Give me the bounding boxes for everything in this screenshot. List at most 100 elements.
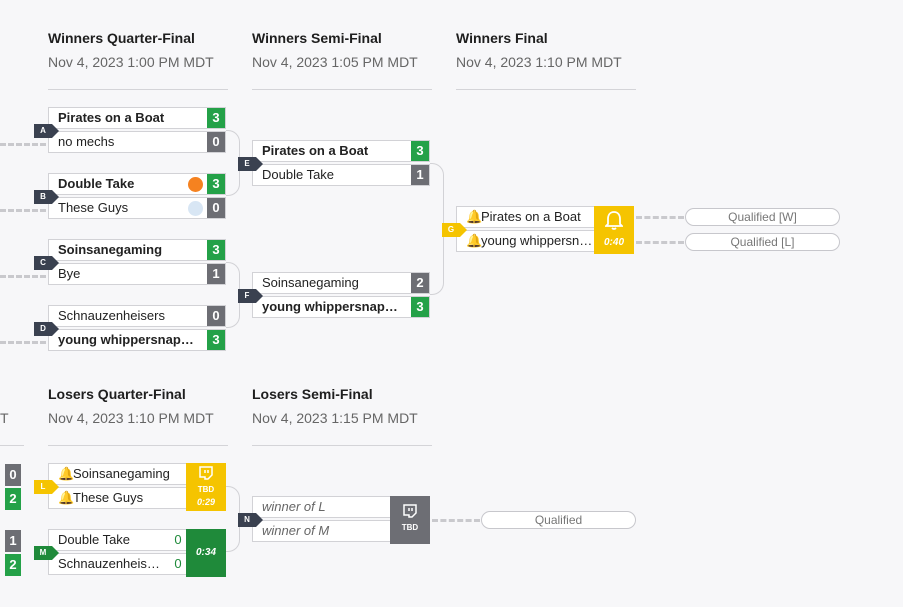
team-name: 🔔Soinsanegaming xyxy=(58,464,181,484)
match-label-e: E xyxy=(238,157,263,171)
round-divider xyxy=(48,89,228,90)
team-name: Schnauzenheisers xyxy=(58,308,165,323)
round-divider xyxy=(0,445,24,446)
score-badge: 3 xyxy=(411,297,429,317)
round-divider xyxy=(456,89,636,90)
team-name: young whippersnappers xyxy=(58,332,201,347)
round-header-losers-sf: Losers Semi-Final Nov 4, 2023 1:15 PM MD… xyxy=(252,386,418,426)
team-slot[interactable]: Double Take 0 xyxy=(48,529,188,551)
team-slot[interactable]: These Guys 0 xyxy=(48,197,226,219)
match-timer: 0:29 xyxy=(196,497,215,507)
team-name: 🔔young whippersnappers xyxy=(466,231,593,251)
team-name: winner of L xyxy=(262,499,326,514)
round-title: Winners Semi-Final xyxy=(252,30,382,46)
round-header-losers-qf: Losers Quarter-Final Nov 4, 2023 1:10 PM… xyxy=(48,386,214,426)
bell-alert-icon xyxy=(594,211,634,236)
outgoing-connector xyxy=(636,241,684,244)
round-header-winners-sf: Winners Semi-Final Nov 4, 2023 1:05 PM M… xyxy=(252,30,418,70)
match-label-f: F xyxy=(238,289,263,303)
team-name: Pirates on a Boat xyxy=(58,110,165,125)
team-avatar-icon xyxy=(188,201,203,216)
match-label-c: C xyxy=(34,256,59,270)
team-name: young whippersnappers xyxy=(262,299,405,314)
team-name: 🔔These Guys xyxy=(58,488,181,508)
score-badge: 2 xyxy=(5,488,21,510)
score-badge: 3 xyxy=(207,240,225,260)
qualified-winner-slot: Qualified [W] xyxy=(685,208,840,226)
bell-icon: 🔔 xyxy=(466,209,483,224)
match-c[interactable]: Soinsanegaming 3 Bye 1 xyxy=(48,239,226,287)
round-divider xyxy=(252,445,432,446)
team-name: Double Take xyxy=(58,176,135,191)
team-slot[interactable]: Double Take 1 xyxy=(252,164,430,186)
match-label-g: G xyxy=(442,223,467,237)
team-name: Schnauzenheis… xyxy=(58,556,160,571)
match-m[interactable]: Double Take 0 Schnauzenheis… 0 0:34 xyxy=(48,529,226,577)
score-badge: 1 xyxy=(5,530,21,552)
team-slot[interactable]: Schnauzenheis… 0 xyxy=(48,553,188,575)
team-slot[interactable]: Schnauzenheisers 0 xyxy=(48,305,226,327)
score-badge: 3 xyxy=(207,108,225,128)
qualified-loser-slot: Qualified [L] xyxy=(685,233,840,251)
incoming-connector xyxy=(0,275,46,278)
score-badge: 0 xyxy=(207,132,225,152)
score-badge: 1 xyxy=(411,165,429,185)
stream-status: TBD xyxy=(401,523,419,532)
score-badge: 0 xyxy=(174,556,182,571)
round-date: Nov 4, 2023 1:15 PM MDT xyxy=(252,410,418,426)
round-header-winners-qf: Winners Quarter-Final Nov 4, 2023 1:00 P… xyxy=(48,30,214,70)
team-name: These Guys xyxy=(58,200,129,215)
score-badge: 2 xyxy=(411,273,429,293)
team-slot[interactable]: Pirates on a Boat 3 xyxy=(252,140,430,162)
team-slot[interactable]: Bye 1 xyxy=(48,263,226,285)
match-label-n: N xyxy=(238,513,263,527)
match-timer[interactable]: 0:34 xyxy=(186,529,226,577)
round-date: Nov 4, 2023 1:10 PM MDT xyxy=(48,410,214,426)
team-avatar-icon xyxy=(188,177,203,192)
round-header-winners-final: Winners Final Nov 4, 2023 1:10 PM MDT xyxy=(456,30,622,70)
team-name: 🔔Pirates on a Boat xyxy=(466,207,593,227)
bell-icon: 🔔 xyxy=(58,466,75,481)
round-date-cut: T xyxy=(0,410,9,426)
team-name: Soinsanegaming xyxy=(262,275,359,290)
team-slot[interactable]: Soinsanegaming 2 xyxy=(252,272,430,294)
score-badge: 3 xyxy=(411,141,429,161)
score-badge: 0 xyxy=(5,464,21,486)
outgoing-connector xyxy=(636,216,684,219)
stream-status-box[interactable]: TBD 0:29 xyxy=(186,463,226,511)
live-status-box[interactable]: 0:40 xyxy=(594,206,634,254)
team-slot[interactable]: no mechs 0 xyxy=(48,131,226,153)
team-slot[interactable]: Soinsanegaming 3 xyxy=(48,239,226,261)
team-slot[interactable]: Pirates on a Boat 3 xyxy=(48,107,226,129)
match-label-b: B xyxy=(34,190,59,204)
match-d[interactable]: Schnauzenheisers 0 young whippersnappers… xyxy=(48,305,226,353)
round-title: Winners Final xyxy=(456,30,548,46)
score-badge: 0 xyxy=(207,198,225,218)
match-label-m: M xyxy=(34,546,59,560)
match-f[interactable]: Soinsanegaming 2 young whippersnappers 3 xyxy=(252,272,430,320)
round-date: Nov 4, 2023 1:10 PM MDT xyxy=(456,54,622,70)
round-divider xyxy=(252,89,432,90)
team-slot[interactable]: young whippersnappers 3 xyxy=(48,329,226,351)
match-b[interactable]: Double Take 3 These Guys 0 xyxy=(48,173,226,221)
team-slot[interactable]: Double Take 3 xyxy=(48,173,226,195)
twitch-icon xyxy=(186,466,226,485)
match-label-d: D xyxy=(34,322,59,336)
stream-status-box[interactable]: TBD xyxy=(390,496,430,544)
match-g[interactable]: 🔔Pirates on a Boat 🔔young whippersnapper… xyxy=(456,206,634,254)
qualified-slot: Qualified xyxy=(481,511,636,529)
score-badge: 1 xyxy=(207,264,225,284)
score-badge: 3 xyxy=(207,174,225,194)
round-divider xyxy=(48,445,228,446)
match-e[interactable]: Pirates on a Boat 3 Double Take 1 xyxy=(252,140,430,188)
team-slot[interactable]: young whippersnappers 3 xyxy=(252,296,430,318)
incoming-connector xyxy=(0,341,46,344)
match-a[interactable]: Pirates on a Boat 3 no mechs 0 xyxy=(48,107,226,155)
bell-icon: 🔔 xyxy=(466,233,483,248)
round-title: Losers Quarter-Final xyxy=(48,386,186,402)
match-n[interactable]: winner of L winner of M TBD xyxy=(252,496,430,544)
team-name: Double Take xyxy=(262,167,335,182)
team-slot[interactable]: 🔔Soinsanegaming xyxy=(48,463,226,485)
match-l[interactable]: 🔔Soinsanegaming 🔔These Guys TBD 0:29 xyxy=(48,463,226,511)
team-slot[interactable]: 🔔young whippersnappers xyxy=(456,230,634,252)
